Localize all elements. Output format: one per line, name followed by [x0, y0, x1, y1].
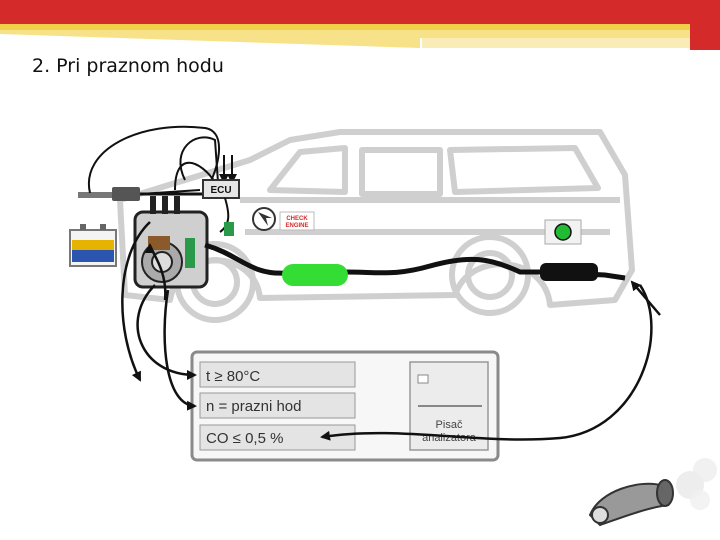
printer-indicator-icon [417, 374, 429, 384]
top-banner [0, 0, 720, 50]
arrow-speed [163, 289, 197, 411]
check-engine-text-1: CHECK [286, 216, 308, 222]
sensor-probe-icon [78, 187, 140, 201]
slide-title: 2. Pri praznom hodu [32, 55, 224, 77]
condition-speed-text: n = prazni hod [206, 398, 302, 415]
condition-temperature [199, 361, 356, 388]
conditions-panel: t ≥ 80°C n = prazni hod CO ≤ 0,5 % Pisač… [190, 350, 500, 462]
arrow-co [320, 284, 653, 441]
exhaust-pipe [204, 242, 626, 281]
check-engine-text-2: ENGINE [285, 223, 308, 229]
arrow-temperature [136, 284, 197, 380]
condition-temperature-text: t ≥ 80°C [206, 368, 260, 385]
battery-icon [69, 224, 117, 267]
green-sensor-icon [224, 222, 234, 236]
engine-block-icon [133, 196, 209, 289]
check-engine-lamp: CHECK ENGINE [252, 207, 315, 231]
condition-co-text: CO ≤ 0,5 % [206, 430, 283, 447]
exhaust-probe-icon [588, 458, 717, 527]
ecu-box: ECU [202, 179, 240, 199]
muffler-icon [540, 263, 598, 281]
printer-label-1: Pisač [436, 419, 463, 431]
ecu-label: ECU [210, 185, 231, 196]
condition-speed [199, 392, 356, 419]
indicator-light [544, 219, 582, 245]
catalyst-icon [282, 264, 348, 286]
